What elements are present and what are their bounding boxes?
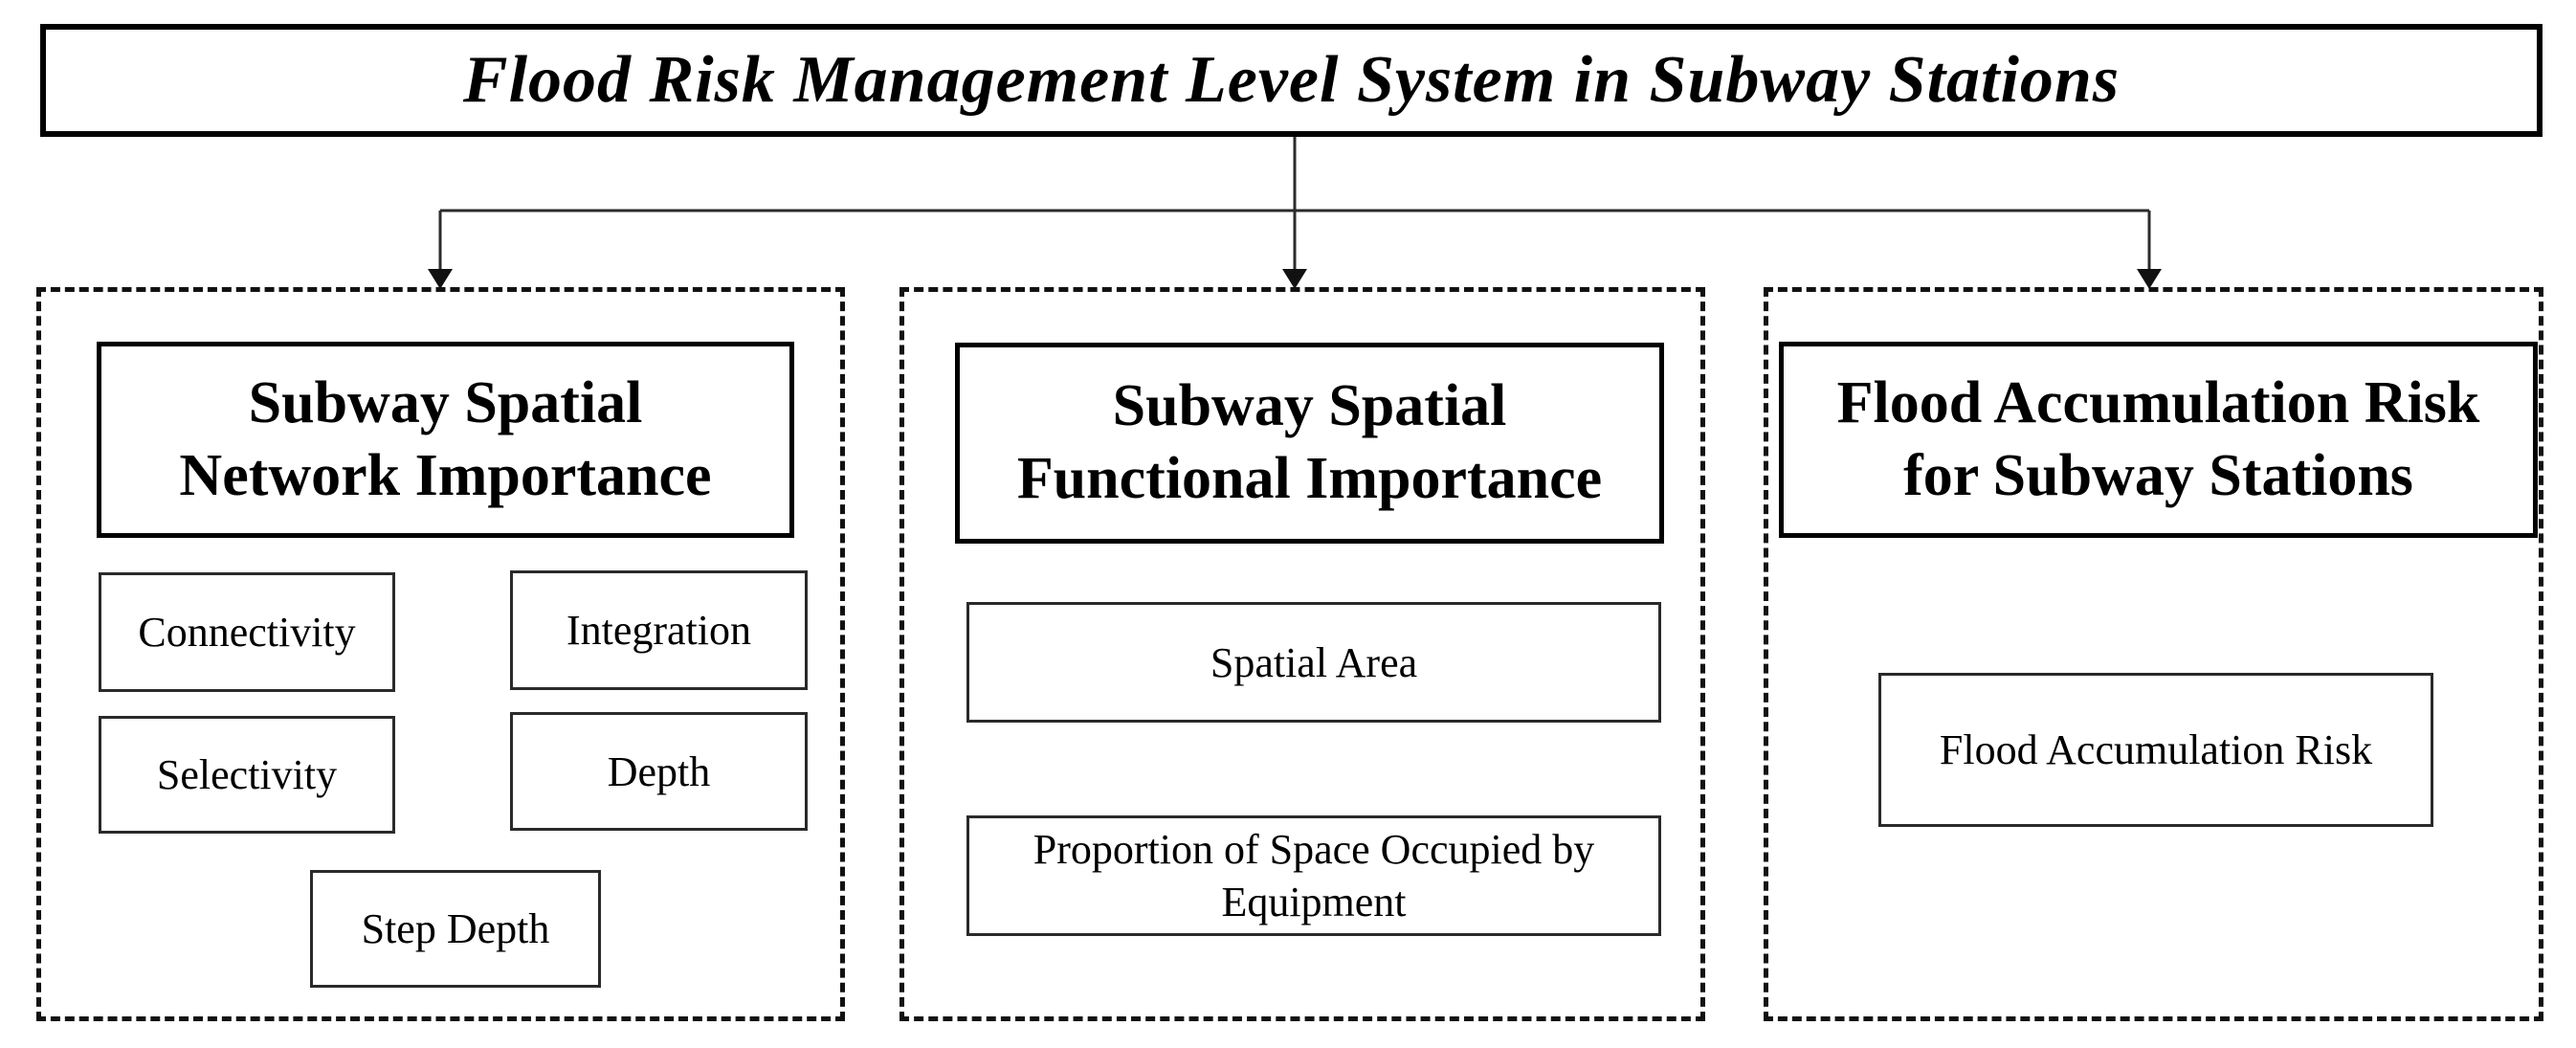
- diagram-title: Flood Risk Management Level System in Su…: [462, 43, 2121, 117]
- header-line: Subway Spatial: [248, 369, 643, 435]
- header-line: Subway Spatial: [1112, 373, 1507, 439]
- box-spatial-area: Spatial Area: [966, 602, 1661, 723]
- box-label-line: Proportion of Space Occupied by: [1033, 826, 1595, 873]
- header-line: for Subway Stations: [1903, 442, 2413, 508]
- box-flood-accumulation-risk: Flood Accumulation Risk: [1878, 673, 2433, 827]
- header-line: Functional Importance: [1016, 446, 1603, 511]
- box-label: Step Depth: [361, 905, 550, 952]
- header-line: Network Importance: [179, 442, 712, 508]
- header-subway-spatial-network-importance: Subway Spatial Network Importance: [97, 342, 794, 538]
- box-proportion-of-space-occupied-by-equipment: Proportion of Space Occupied by Equipmen…: [966, 815, 1661, 936]
- right-down-arrow-icon: [2137, 269, 2162, 289]
- box-integration: Integration: [510, 570, 808, 690]
- box-depth: Depth: [510, 712, 808, 831]
- panel-flood-accumulation-risk: Flood Accumulation Risk for Subway Stati…: [1764, 287, 2543, 1021]
- box-label: Depth: [607, 747, 711, 795]
- box-label: Flood Accumulation Risk: [1939, 726, 2373, 773]
- header-subway-spatial-functional-importance: Subway Spatial Functional Importance: [955, 343, 1664, 544]
- box-step-depth: Step Depth: [310, 870, 601, 988]
- center-down-arrow-icon: [1282, 269, 1307, 289]
- box-connectivity: Connectivity: [99, 572, 395, 692]
- box-label: Selectivity: [156, 751, 338, 798]
- panel-subway-spatial-network-importance: Subway Spatial Network Importance Connec…: [36, 287, 845, 1021]
- panel-subway-spatial-functional-importance: Subway Spatial Functional Importance Spa…: [899, 287, 1705, 1021]
- box-label: Spatial Area: [1210, 638, 1418, 686]
- header-line: Flood Accumulation Risk: [1836, 369, 2480, 435]
- title-box: Flood Risk Management Level System in Su…: [40, 24, 2543, 137]
- box-label: Connectivity: [138, 609, 356, 656]
- box-selectivity: Selectivity: [99, 716, 395, 834]
- box-label-line: Equipment: [1221, 879, 1407, 925]
- left-down-arrow-icon: [428, 269, 453, 289]
- box-label: Integration: [566, 607, 752, 654]
- header-flood-accumulation-risk: Flood Accumulation Risk for Subway Stati…: [1779, 342, 2538, 538]
